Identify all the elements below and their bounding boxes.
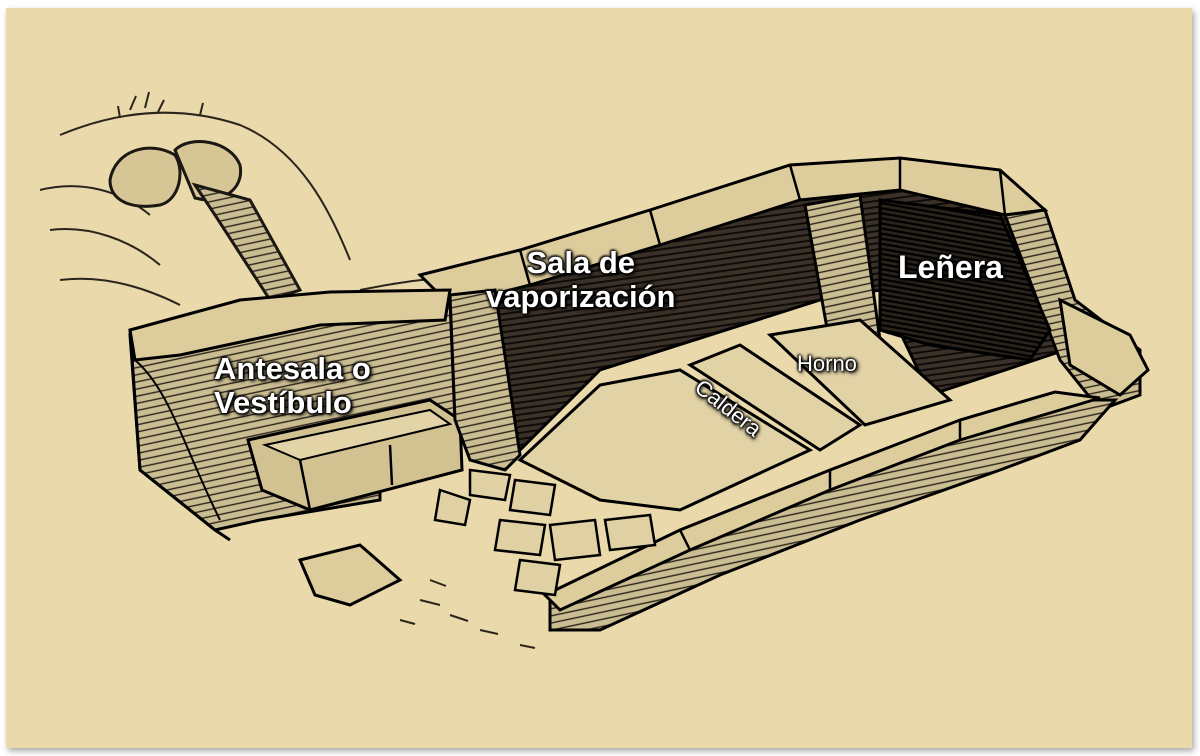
boulders <box>108 140 303 302</box>
label-horno: Horno <box>797 351 857 376</box>
trough <box>246 398 464 512</box>
right-wall-coping <box>1058 297 1150 397</box>
ground-marks <box>399 579 536 649</box>
horno-slab <box>766 318 954 427</box>
sala-floor-slab <box>517 368 814 512</box>
label-sala-vaporizacion: Sala de vaporización <box>486 245 676 315</box>
label-sala-line2: vaporización <box>486 279 676 315</box>
front-wall <box>542 390 1119 632</box>
label-antesala-line1: Antesala o <box>214 351 371 386</box>
doorway-pillar <box>448 288 522 472</box>
entry-step <box>297 543 403 607</box>
lenera-recess <box>878 198 1052 362</box>
caldera-slab <box>686 343 863 452</box>
label-lenera: Leñera <box>898 249 1003 285</box>
label-antesala-line2: Vestíbulo <box>214 385 352 421</box>
label-antesala: Antesala o Vestíbulo <box>214 351 371 421</box>
cobble-path <box>433 468 657 597</box>
label-sala-line1: Sala de <box>526 245 636 280</box>
